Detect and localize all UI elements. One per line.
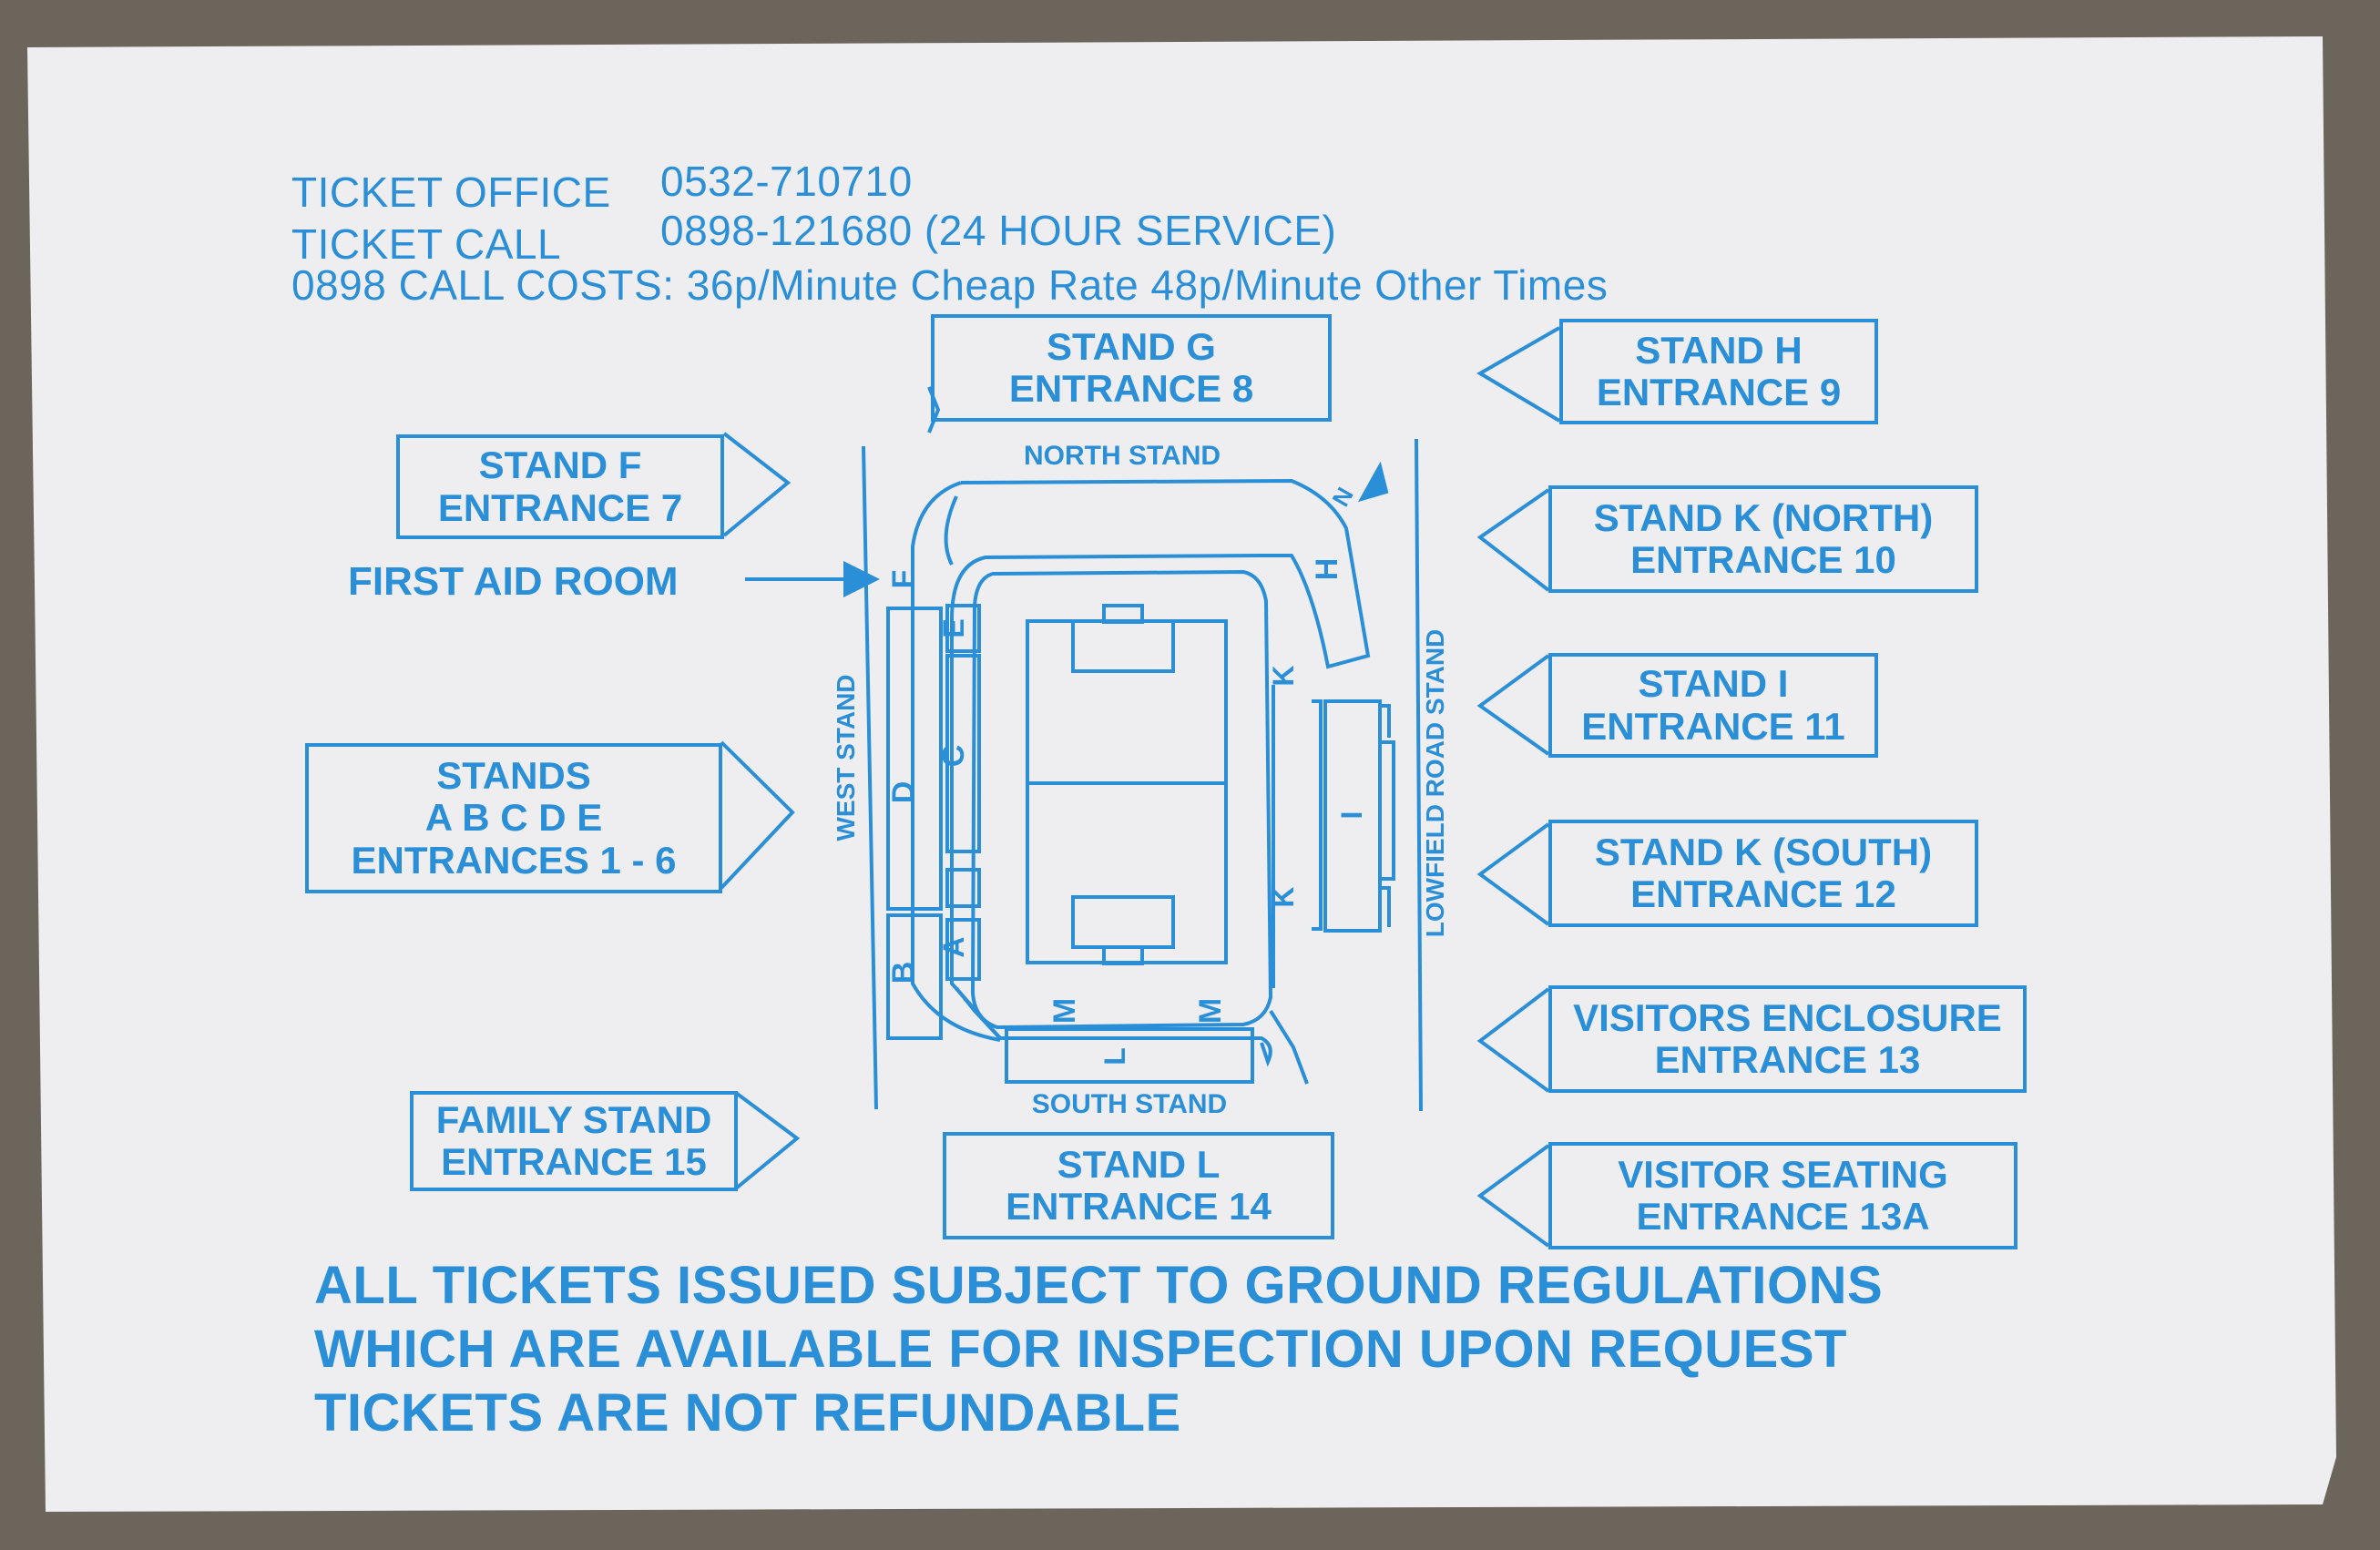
west-stand-label: WEST STAND [832,674,860,841]
section-k-south: K [1267,886,1300,907]
entrance-box-k-north-line1: STAND K (NORTH) [1593,495,1934,539]
ticket-call-label: TICKET CALL [291,220,562,268]
north-penalty-box [1071,619,1175,673]
pointer-abcde [720,740,795,890]
entrance-box-stand-l: STAND L ENTRANCE 14 [943,1132,1334,1239]
entrance-box-stand-i-line2: ENTRANCE 11 [1581,704,1845,748]
ticket-call-number: 0898-121680 (24 HOUR SERVICE) [660,207,1337,254]
east-boundary-line [1415,438,1423,1112]
entrance-box-stand-i-line1: STAND I [1638,662,1789,706]
east-stand-block-i [1323,699,1382,933]
pointer-stand-h [1476,326,1561,423]
pointer-visitors-enclosure [1476,987,1550,1093]
west-stand-block-c [945,654,981,853]
west-stand-block-d [886,607,943,911]
north-stand-label: NORTH STAND [1024,441,1221,471]
south-stand-label: SOUTH STAND [1032,1089,1227,1119]
ticket-office-label: TICKET OFFICE [291,168,611,216]
entrance-box-visitor-seating-line2: ENTRANCE 13A [1636,1195,1930,1238]
entrance-box-stand-g-line2: ENTRANCE 8 [1008,367,1254,410]
entrance-box-stand-f-line2: ENTRANCE 7 [437,485,683,529]
ticket-office-number: 0532-710710 [660,158,913,205]
pointer-family [734,1091,801,1190]
entrance-box-stand-l-line1: STAND L [1057,1142,1221,1186]
entrance-box-abcde-line2: A B C D E [424,796,603,840]
east-stand-label: LOWFIELD ROAD STAND [1421,629,1449,938]
west-boundary-line [862,445,878,1110]
entrance-box-family-line1: FAMILY STAND [435,1097,712,1141]
footer-line-1: ALL TICKETS ISSUED SUBJECT TO GROUND REG… [314,1256,1884,1315]
entrance-box-visitors-enclosure: VISITORS ENCLOSURE ENTRANCE 13 [1548,985,2027,1093]
entrance-box-stand-f-line1: STAND F [478,444,642,487]
west-stand-block-b [886,913,943,1040]
section-l: L [1098,1047,1131,1066]
outer-ring [950,478,1371,1067]
entrance-box-family: FAMILY STAND ENTRANCE 15 [410,1091,738,1191]
entrance-box-k-north-line2: ENTRANCE 10 [1630,538,1896,581]
first-aid-room-label: FIRST AID ROOM [348,559,679,604]
section-h: H [1310,558,1344,581]
pointer-stand-f [722,432,792,537]
entrance-box-k-south-line2: ENTRANCE 12 [1630,872,1896,915]
call-costs: 0898 CALL COSTS: 36p/Minute Cheap Rate 4… [291,261,1609,309]
entrance-box-stand-h-line1: STAND H [1635,328,1803,372]
south-stand-block-l [1005,1027,1254,1084]
west-stand-block-e [945,604,981,653]
entrance-box-visitor-seating-line1: VISITOR SEATING [1618,1152,1948,1196]
north-arrow [1357,461,1389,503]
entrance-box-abcde: STANDS A B C D E ENTRANCES 1 - 6 [305,743,722,893]
pointer-visitor-seating [1476,1144,1550,1248]
entrance-box-stand-g: STAND G ENTRANCE 8 [931,314,1332,422]
entrance-box-k-south: STAND K (SOUTH) ENTRANCE 12 [1548,820,1978,927]
section-a: A [937,936,970,957]
section-b: B [886,962,921,984]
section-d: D [886,781,921,804]
west-stand-block-a [945,918,981,981]
entrance-box-stand-g-line1: STAND G [1047,324,1216,368]
section-m-west: M [1047,998,1082,1024]
north-goal [1102,604,1144,624]
entrance-box-k-south-line1: STAND K (SOUTH) [1594,830,1933,873]
section-i: I [1335,811,1368,820]
entrance-box-abcde-line1: STANDS [436,754,591,798]
section-c: C [936,745,971,768]
entrance-box-abcde-line3: ENTRANCES 1 - 6 [351,838,677,882]
south-penalty-box [1071,895,1175,949]
south-goal [1102,945,1144,965]
entrance-box-visitors-enclosure-line2: ENTRANCE 13 [1654,1038,1921,1081]
entrance-box-k-north: STAND K (NORTH) ENTRANCE 10 [1548,485,1978,593]
section-f: F [886,570,921,589]
entrance-box-stand-h: STAND H ENTRANCE 9 [1559,319,1878,424]
pointer-stand-i [1476,654,1550,756]
entrance-box-family-line2: ENTRANCE 15 [441,1140,707,1183]
pitch-surround [970,569,1273,1030]
section-e: E [937,618,970,637]
section-k-north: K [1267,665,1300,686]
pointer-k-south [1476,822,1550,926]
entrance-box-visitor-seating: VISITOR SEATING ENTRANCE 13A [1548,1142,2017,1249]
footer-line-2: WHICH ARE AVAILABLE FOR INSPECTION UPON … [314,1320,1847,1379]
west-stand-block-small [945,868,981,908]
entrance-box-visitors-enclosure-line1: VISITORS ENCLOSURE [1573,995,2002,1039]
section-m-east: M [1193,998,1228,1024]
entrance-box-stand-h-line2: ENTRANCE 9 [1596,371,1842,413]
entrance-box-stand-l-line2: ENTRANCE 14 [1006,1185,1272,1228]
pointer-k-north [1476,488,1550,592]
entrance-box-stand-f: STAND F ENTRANCE 7 [396,434,724,539]
footer-line-3: TICKETS ARE NOT REFUNDABLE [314,1383,1181,1443]
entrance-box-stand-i: STAND I ENTRANCE 11 [1548,653,1878,758]
ticket-paper [27,36,2336,1512]
